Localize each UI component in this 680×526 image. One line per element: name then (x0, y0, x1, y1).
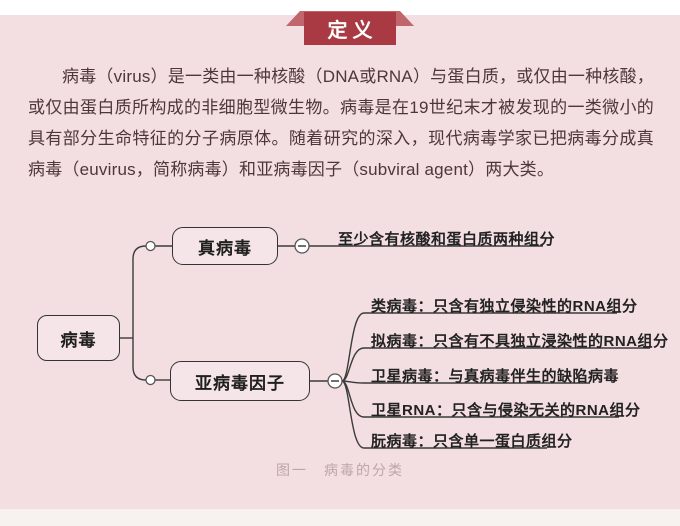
subviral-item-viroid: 类病毒：只含有独立侵染性的RNA组分 (371, 298, 638, 315)
figure-caption: 图一 病毒的分类 (276, 462, 404, 478)
node-subviral-label: 亚病毒因子 (195, 373, 285, 393)
section-title-banner: 定义 (304, 12, 396, 45)
bottom-strip (0, 509, 680, 526)
node-virus: 病毒 (37, 315, 120, 361)
node-virus-label: 病毒 (60, 330, 97, 350)
subviral-item-satellite-rna: 卫星RNA：只含与侵染无关的RNA组分 (371, 402, 641, 419)
node-euvirus: 真病毒 (172, 227, 278, 265)
euvirus-note: 至少含有核酸和蛋白质两种组分 (338, 231, 556, 248)
subviral-item-virusoid: 拟病毒：只含有不具独立浸染性的RNA组分 (371, 333, 669, 350)
section-title: 定义 (327, 20, 378, 42)
definition-paragraph: 病毒（virus）是一类由一种核酸（DNA或RNA）与蛋白质，或仅由一种核酸，或… (28, 67, 654, 179)
subviral-item-prion: 朊病毒：只含单一蛋白质组分 (371, 433, 573, 450)
content-panel (0, 15, 680, 509)
node-euvirus-label: 真病毒 (198, 238, 252, 258)
subviral-item-satellite-virus: 卫星病毒：与真病毒伴生的缺陷病毒 (371, 368, 620, 385)
node-subviral-agent: 亚病毒因子 (170, 361, 310, 401)
